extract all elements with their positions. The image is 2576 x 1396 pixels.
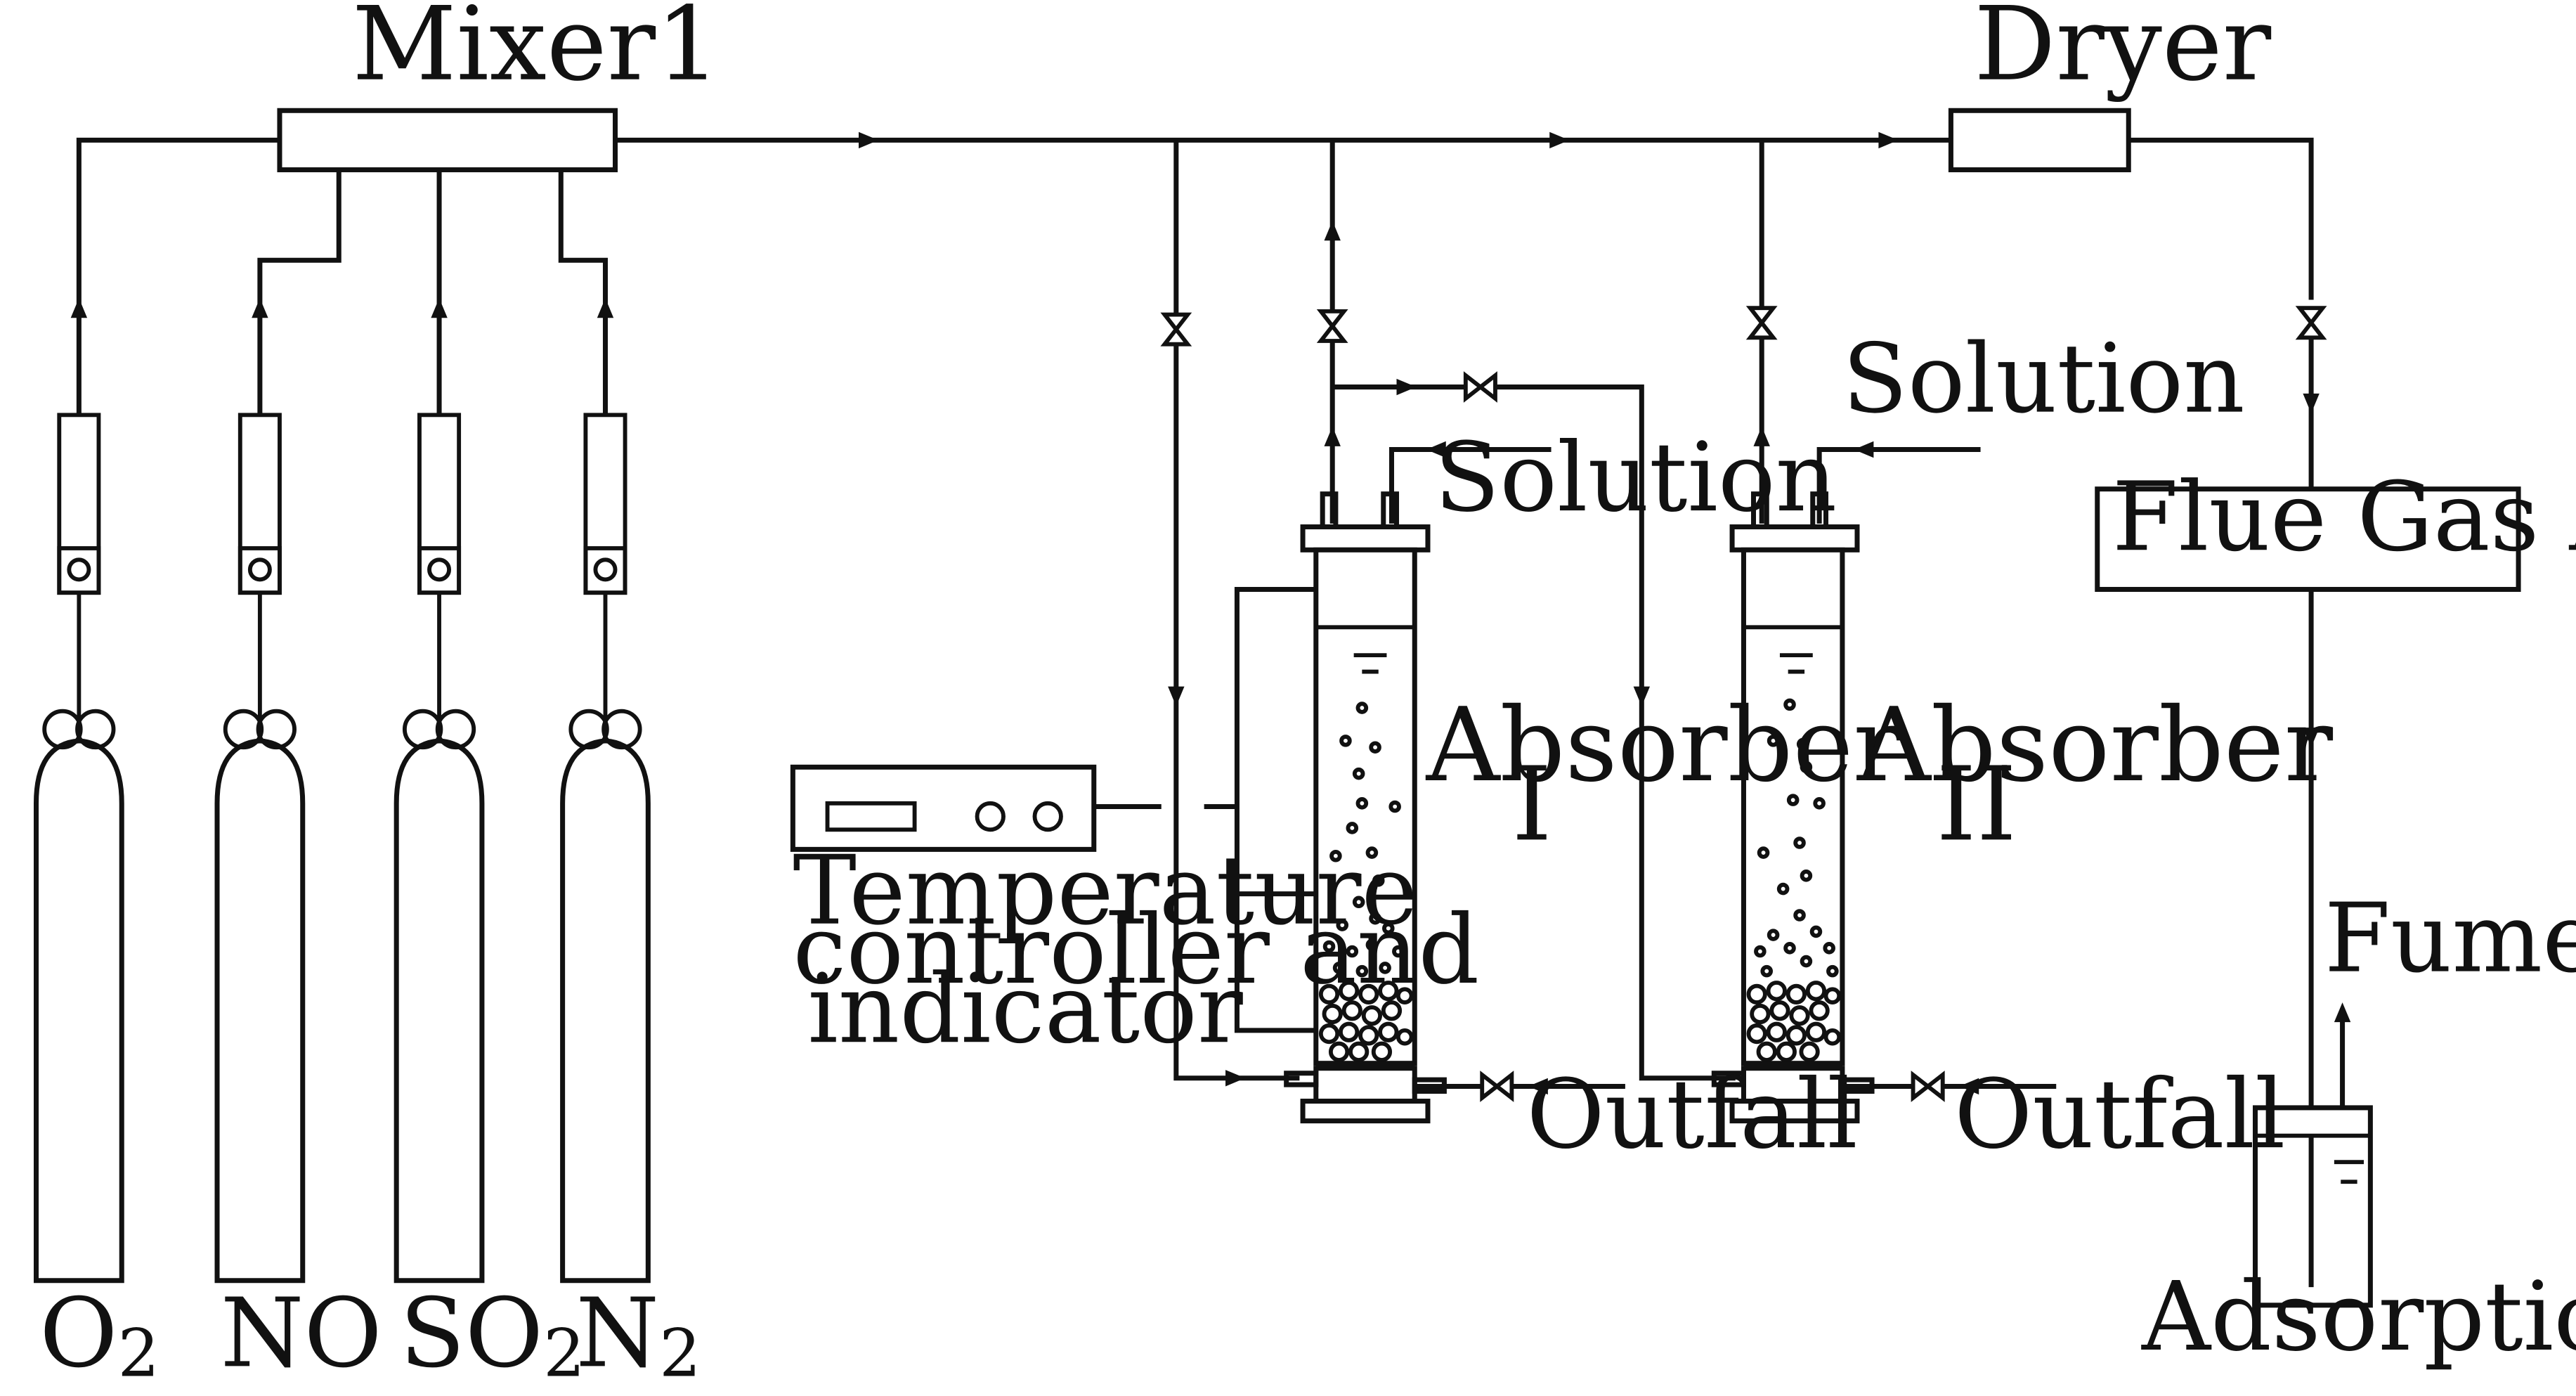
absorber-cap	[1300, 524, 1431, 552]
absorber-base	[1300, 1099, 1431, 1124]
controller-box	[790, 764, 1097, 852]
flow-arrow	[1549, 131, 1570, 149]
valve-icon	[1321, 311, 1344, 341]
analyzer-label: Flue Gas Analyzer	[2112, 462, 2576, 573]
absorber-2-label: Absorber	[1856, 686, 2334, 805]
valve-icon	[1913, 1075, 1943, 1098]
cylinder-o2: O2	[33, 413, 160, 1392]
mixer-box	[277, 108, 618, 173]
absorber-2-piping	[1750, 140, 2057, 1098]
absorber-1-number: I	[1511, 745, 1552, 864]
dryer-label: Dryer	[1974, 0, 2272, 104]
flowmeter-window	[57, 546, 101, 595]
flow-arrow	[2334, 1002, 2351, 1023]
dryer-box	[1948, 108, 2131, 173]
temperature-label-line1: Temperature	[793, 836, 1417, 947]
flowmeter-window	[583, 546, 627, 595]
display-icon	[825, 801, 917, 832]
fume-hood-label: Fume hood	[2324, 884, 2576, 995]
flowmeter-window	[238, 546, 282, 595]
absorber-1-label: Absorber	[1426, 686, 1903, 805]
analyzer-box	[2095, 486, 2521, 593]
absorber-2-number: II	[1936, 745, 2017, 864]
bubbles	[1754, 698, 1839, 978]
flow-arrow	[1854, 441, 1874, 458]
packing	[1318, 981, 1414, 1062]
cylinder-so2: SO2	[393, 413, 585, 1392]
flowmeter-float	[67, 557, 91, 582]
absorber-1-piping	[1164, 140, 1736, 1098]
mixer-label: Mixer1	[352, 0, 720, 104]
gas-cylinder	[393, 738, 485, 1284]
valve-icon	[2300, 308, 2323, 337]
cylinder-label: NO	[221, 1278, 382, 1389]
valve-icon	[1164, 315, 1188, 344]
outfall-label-2: Outfall	[1954, 1059, 2285, 1170]
cylinder-no: NO	[214, 413, 382, 1389]
flow-arrow	[2303, 393, 2320, 414]
flowmeter	[583, 413, 627, 595]
flow-arrow	[70, 298, 88, 318]
temperature-label-line3: indicator	[807, 954, 1242, 1065]
flow-arrow	[431, 298, 448, 318]
dryer: Dryer	[1948, 0, 2272, 173]
knob-icon	[1032, 801, 1063, 832]
flowmeter	[417, 413, 462, 595]
flow-arrow	[859, 131, 879, 149]
gas-cylinder	[214, 738, 306, 1284]
flowmeter	[57, 413, 101, 595]
solution-label-1: Solution	[1434, 422, 1837, 534]
absorber-2	[1711, 491, 1875, 1124]
bubbles	[1322, 702, 1405, 978]
cylinder-label: O2	[39, 1278, 160, 1392]
absorber-1	[1284, 491, 1447, 1124]
flowmeter-float	[427, 557, 452, 582]
flow-arrow	[1168, 686, 1185, 706]
flowmeter	[238, 413, 282, 595]
packing	[1746, 981, 1842, 1062]
temperature-wiring	[1093, 586, 1316, 1033]
mixer: Mixer1	[277, 0, 720, 173]
solution-label-2: Solution	[1842, 324, 2245, 435]
gas-cylinder	[560, 738, 651, 1284]
cylinder-label: N2	[575, 1278, 701, 1392]
cylinder-n2: N2	[560, 413, 701, 1392]
flow-arrow	[252, 298, 268, 318]
flow-arrow	[1324, 426, 1341, 446]
flow-arrow	[1225, 1070, 1246, 1087]
valve-icon	[1750, 308, 1774, 337]
knob-icon	[975, 801, 1006, 832]
outfall-label-1: Outfall	[1526, 1059, 1857, 1170]
valve-icon	[1466, 375, 1495, 399]
cylinder-label: SO2	[400, 1278, 585, 1392]
gas-cylinder	[33, 738, 124, 1284]
cylinder-feed-lines	[70, 137, 614, 415]
flow-arrow	[1324, 221, 1341, 241]
main-header-line	[615, 131, 2314, 300]
adsorption-tank-label: Adsorption tank	[2141, 1262, 2576, 1373]
temperature-controller: Temperature controller and indicator	[790, 764, 1479, 1065]
adsorption-tank: Adsorption tank Fume hood	[2141, 884, 2576, 1373]
flow-arrow	[1396, 378, 1417, 396]
flowmeter-float	[247, 557, 272, 582]
flow-arrow	[597, 298, 614, 318]
flue-gas-analyzer: Flue Gas Analyzer	[2095, 462, 2576, 593]
absorber-base	[1729, 1099, 1860, 1124]
temperature-label-line2: controller and	[793, 895, 1479, 1006]
flowmeter-window	[417, 546, 462, 595]
flowmeter-float	[593, 557, 618, 582]
flow-arrow	[1878, 131, 1899, 149]
valve-icon	[1482, 1075, 1511, 1098]
